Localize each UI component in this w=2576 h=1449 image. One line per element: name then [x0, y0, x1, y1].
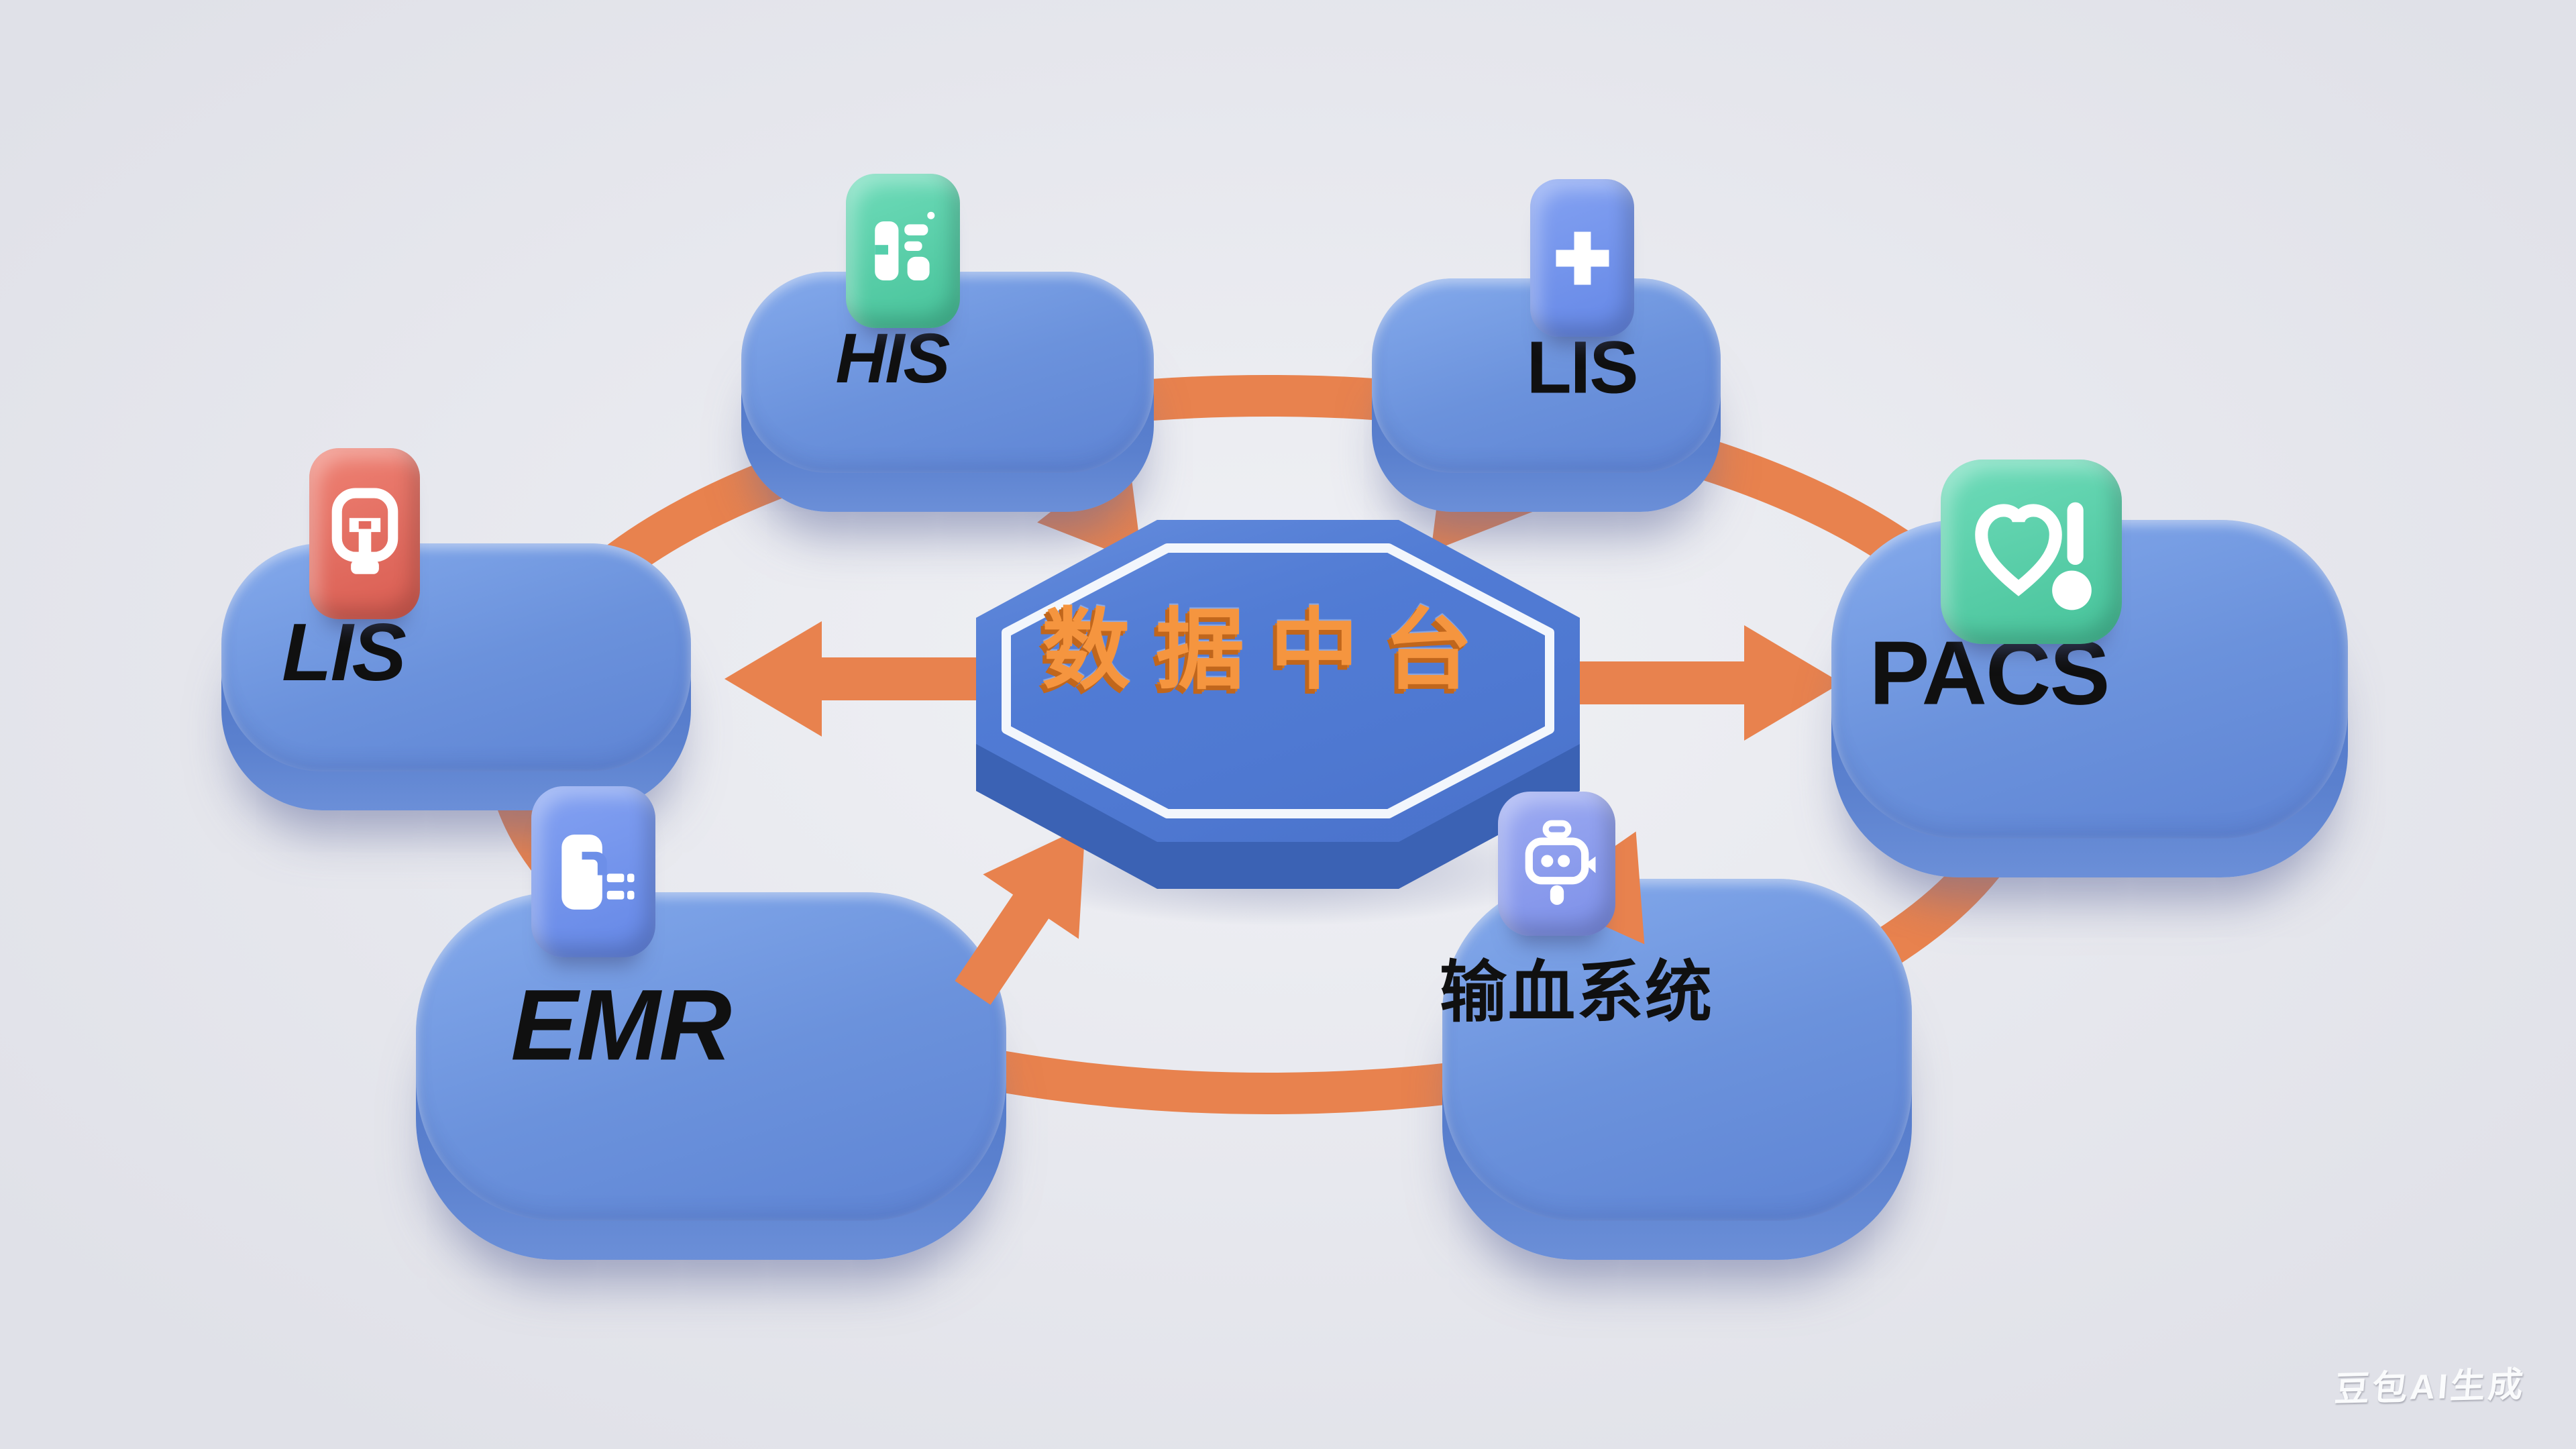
- circuit-chip-glyph: [875, 211, 935, 280]
- medical-cross-icon: [1530, 179, 1634, 337]
- robot-chat-glyph: [1525, 820, 1595, 905]
- medical-record-icon: [531, 786, 655, 957]
- node-label-his: HIS: [835, 319, 950, 398]
- platform-top: [221, 543, 691, 771]
- arrow-emr-to-center: [955, 826, 1085, 1005]
- node-label-lis-left: LIS: [282, 606, 407, 698]
- medical-cross-glyph: [1555, 231, 1609, 285]
- hub-border-ring: [1002, 543, 1554, 818]
- hub-octagon: [976, 520, 1580, 889]
- node-label-transfusion: 输血系统: [1440, 955, 1713, 1030]
- arrow-center-to-lis-left: [724, 621, 1046, 737]
- circuit-chip-icon: [846, 174, 960, 328]
- hub-octagon-sheen: [976, 520, 1580, 842]
- node-platform-emr: EMR: [416, 892, 1006, 1261]
- platform-top: [1442, 879, 1912, 1221]
- robot-chat-icon: [1498, 792, 1615, 936]
- heart-stethoscope-icon: [1941, 460, 2122, 644]
- platform-top: [416, 892, 1006, 1221]
- zhong-seal-icon: [309, 448, 420, 619]
- heart-stethoscope-glyph: [1975, 502, 2092, 610]
- node-label-emr: EMR: [511, 968, 731, 1081]
- zhong-seal-glyph: [331, 488, 398, 574]
- node-platform-transfusion: 输血系统: [1440, 879, 1912, 1261]
- hub-label: 数据中台: [1042, 600, 1498, 700]
- arrow-center-to-pacs: [1573, 625, 1841, 741]
- node-label-lis-top: LIS: [1526, 326, 1638, 409]
- ai-watermark: 豆包AI生成: [2332, 1365, 2528, 1409]
- hub-node: [976, 520, 1580, 896]
- node-platform-lis-left: LIS: [221, 543, 691, 812]
- medical-record-glyph: [561, 834, 635, 910]
